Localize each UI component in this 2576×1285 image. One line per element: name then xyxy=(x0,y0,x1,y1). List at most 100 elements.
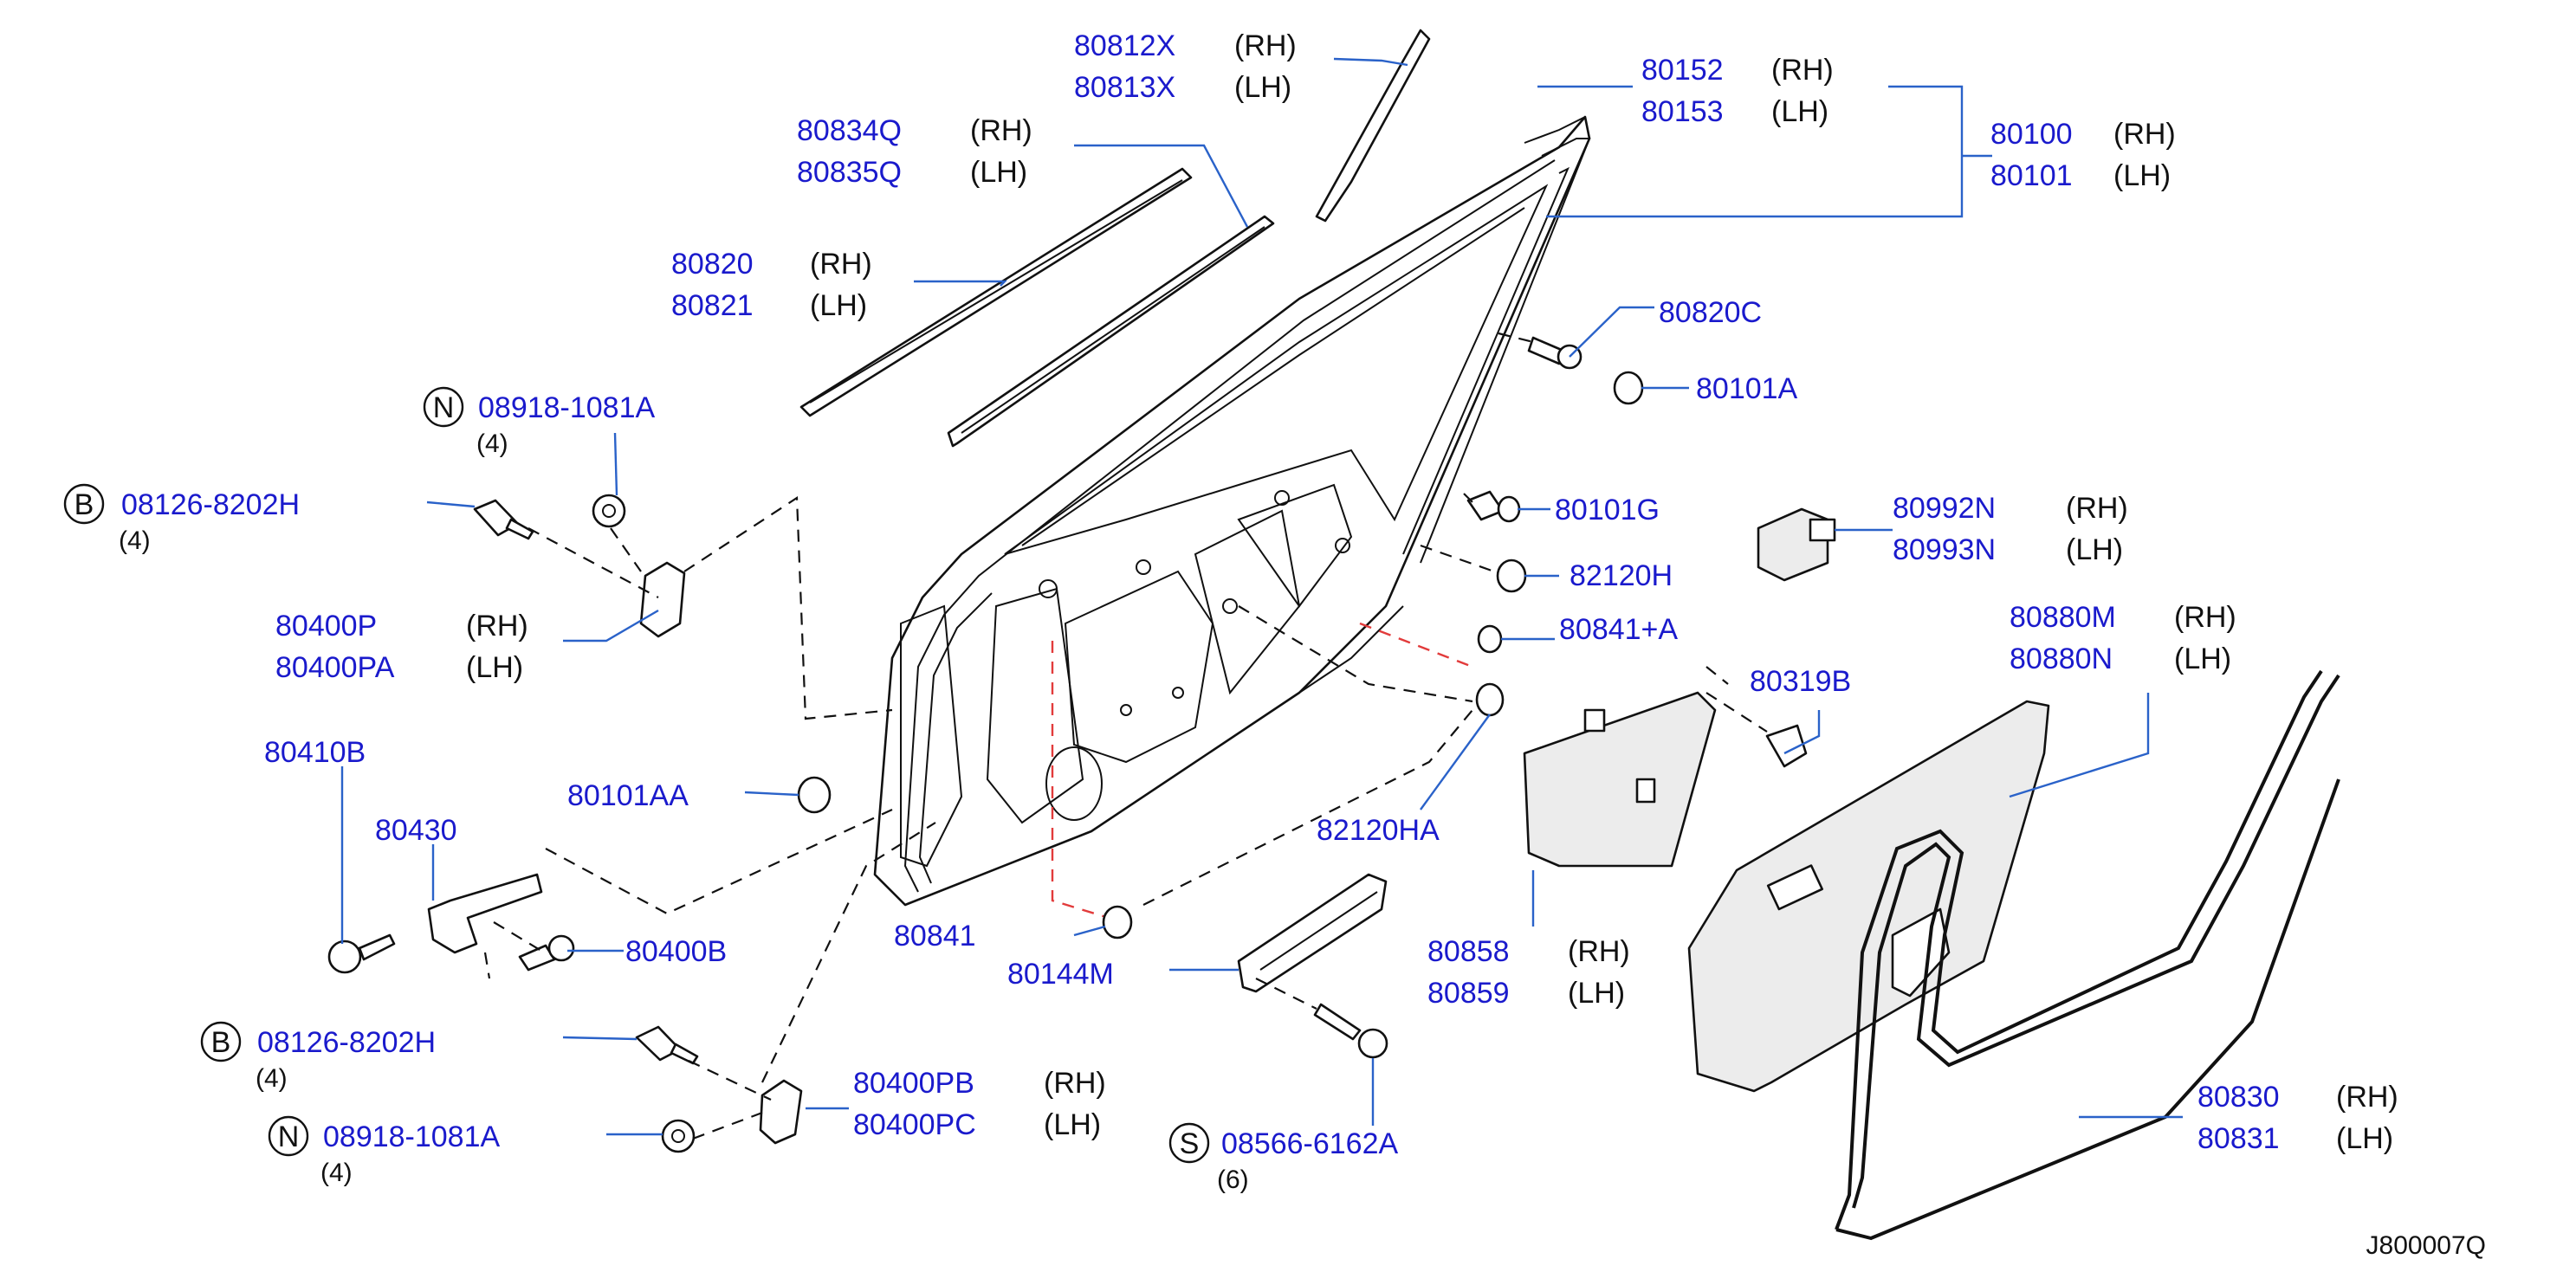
callout-circle-b-upper xyxy=(63,483,105,525)
bolt-08126-lower-icon xyxy=(635,1025,699,1065)
side-80835q: (LH) xyxy=(970,156,1027,189)
label-08918-lower: 08918-1081A xyxy=(323,1120,501,1153)
callout-circle-b-lower xyxy=(200,1021,242,1062)
side-80992n: (RH) xyxy=(2066,492,2128,525)
label-80812x: 80812X xyxy=(1074,29,1175,62)
label-80319b: 80319B xyxy=(1750,665,1851,698)
side-80880m: (RH) xyxy=(2174,601,2236,634)
nut-08918-lower-icon xyxy=(661,1119,696,1153)
door-trim-panel xyxy=(1687,700,2050,1093)
label-80813x: 80813X xyxy=(1074,71,1175,104)
callout-symbol-n-lower: N xyxy=(278,1120,300,1153)
grommet-80101aa-icon xyxy=(797,776,832,814)
side-80820: (RH) xyxy=(810,248,872,281)
side-80400pa: (LH) xyxy=(466,651,523,684)
label-08126-lower: 08126-8202H xyxy=(257,1026,436,1059)
guide-rail-80144m xyxy=(1237,873,1388,993)
callout-symbol-n-upper: N xyxy=(433,391,455,424)
callout-circle-n-upper xyxy=(423,386,464,428)
side-80812x: (RH) xyxy=(1234,29,1297,62)
bolt-08126-upper-icon xyxy=(473,499,534,540)
grommet-80101g-icon xyxy=(1466,490,1505,521)
label-80101aa: 80101AA xyxy=(567,779,689,812)
sash-molding xyxy=(1315,29,1431,223)
qty-08918-upper: (4) xyxy=(476,429,508,458)
side-80100: (RH) xyxy=(2113,118,2176,151)
label-80144m: 80144M xyxy=(1007,958,1114,991)
side-80859: (LH) xyxy=(1568,977,1625,1010)
door-shell xyxy=(873,115,1591,907)
side-80152: (RH) xyxy=(1771,54,1834,87)
upper-hinge-80400p xyxy=(639,561,686,638)
label-80400pb: 80400PB xyxy=(853,1067,974,1100)
label-08126-upper: 08126-8202H xyxy=(121,488,300,521)
callout-symbol-b-lower: B xyxy=(211,1026,231,1059)
label-80880m: 80880M xyxy=(2010,601,2116,634)
qty-08918-lower: (4) xyxy=(320,1159,353,1187)
callout-circle-n-lower xyxy=(268,1115,309,1157)
label-80101: 80101 xyxy=(1990,159,2073,192)
lower-hinge-80400pb xyxy=(759,1079,803,1145)
label-08918-upper: 08918-1081A xyxy=(478,391,656,424)
label-80841: 80841 xyxy=(894,920,976,952)
label-80834q: 80834Q xyxy=(797,114,902,147)
plug-80101a-icon xyxy=(1613,371,1644,405)
label-80101a: 80101A xyxy=(1696,372,1798,405)
label-80830: 80830 xyxy=(2197,1081,2280,1114)
label-80400p: 80400P xyxy=(275,610,377,642)
door-check-80430 xyxy=(427,873,543,954)
label-80835q: 80835Q xyxy=(797,156,902,189)
side-80834q: (RH) xyxy=(970,114,1032,147)
qty-08126-upper: (4) xyxy=(119,526,151,555)
label-80100: 80100 xyxy=(1990,118,2073,151)
plug-82120h-icon xyxy=(1496,559,1527,593)
plug-80841a-icon xyxy=(1477,624,1503,654)
bolt-08566-icon xyxy=(1313,1003,1388,1059)
label-80820: 80820 xyxy=(671,248,754,281)
weatherstrip xyxy=(1852,674,2340,1209)
callout-symbol-s: S xyxy=(1180,1127,1200,1160)
callout-symbol-b-upper: B xyxy=(74,488,94,521)
label-80858: 80858 xyxy=(1427,935,1510,968)
callout-circle-s xyxy=(1168,1122,1210,1164)
label-80430: 80430 xyxy=(375,814,457,847)
trim-board-80858 xyxy=(1523,691,1717,868)
label-80101g: 80101G xyxy=(1555,494,1660,526)
diagram-code: J800007Q xyxy=(2366,1231,2486,1260)
plug-80841-icon xyxy=(1102,905,1133,940)
label-80992n: 80992N xyxy=(1893,492,1996,525)
clip-80319b-icon xyxy=(1765,724,1808,768)
bracket-80992n-icon xyxy=(1757,507,1836,582)
stud-80410b-icon xyxy=(327,933,396,974)
label-80880n: 80880N xyxy=(2010,642,2113,675)
side-80858: (RH) xyxy=(1568,935,1630,968)
side-80101: (LH) xyxy=(2113,159,2171,192)
label-80400pc: 80400PC xyxy=(853,1108,976,1141)
label-80152: 80152 xyxy=(1641,54,1724,87)
plug-82120ha-icon xyxy=(1475,682,1505,717)
side-80153: (LH) xyxy=(1771,95,1828,128)
bolt-80400b-icon xyxy=(518,934,575,972)
side-80400p: (RH) xyxy=(466,610,528,642)
label-80410b: 80410B xyxy=(264,736,366,769)
label-80821: 80821 xyxy=(671,289,754,322)
label-80400pa: 80400PA xyxy=(275,651,395,684)
label-80153: 80153 xyxy=(1641,95,1724,128)
label-80400b: 80400B xyxy=(625,935,727,968)
qty-08566: (6) xyxy=(1217,1166,1249,1194)
label-08566: 08566-6162A xyxy=(1221,1127,1399,1160)
side-80400pb: (RH) xyxy=(1044,1067,1106,1100)
label-80820c: 80820C xyxy=(1659,296,1762,329)
label-80841a: 80841+A xyxy=(1559,613,1678,646)
side-80813x: (LH) xyxy=(1234,71,1291,104)
side-80880n: (LH) xyxy=(2174,642,2231,675)
side-80993n: (LH) xyxy=(2066,533,2123,566)
side-80821: (LH) xyxy=(810,289,867,322)
label-80831: 80831 xyxy=(2197,1122,2280,1155)
nut-08918-upper-icon xyxy=(592,494,626,528)
qty-08126-lower: (4) xyxy=(256,1064,288,1093)
label-82120h: 82120H xyxy=(1570,559,1673,592)
side-80400pc: (LH) xyxy=(1044,1108,1101,1141)
label-80859: 80859 xyxy=(1427,977,1510,1010)
